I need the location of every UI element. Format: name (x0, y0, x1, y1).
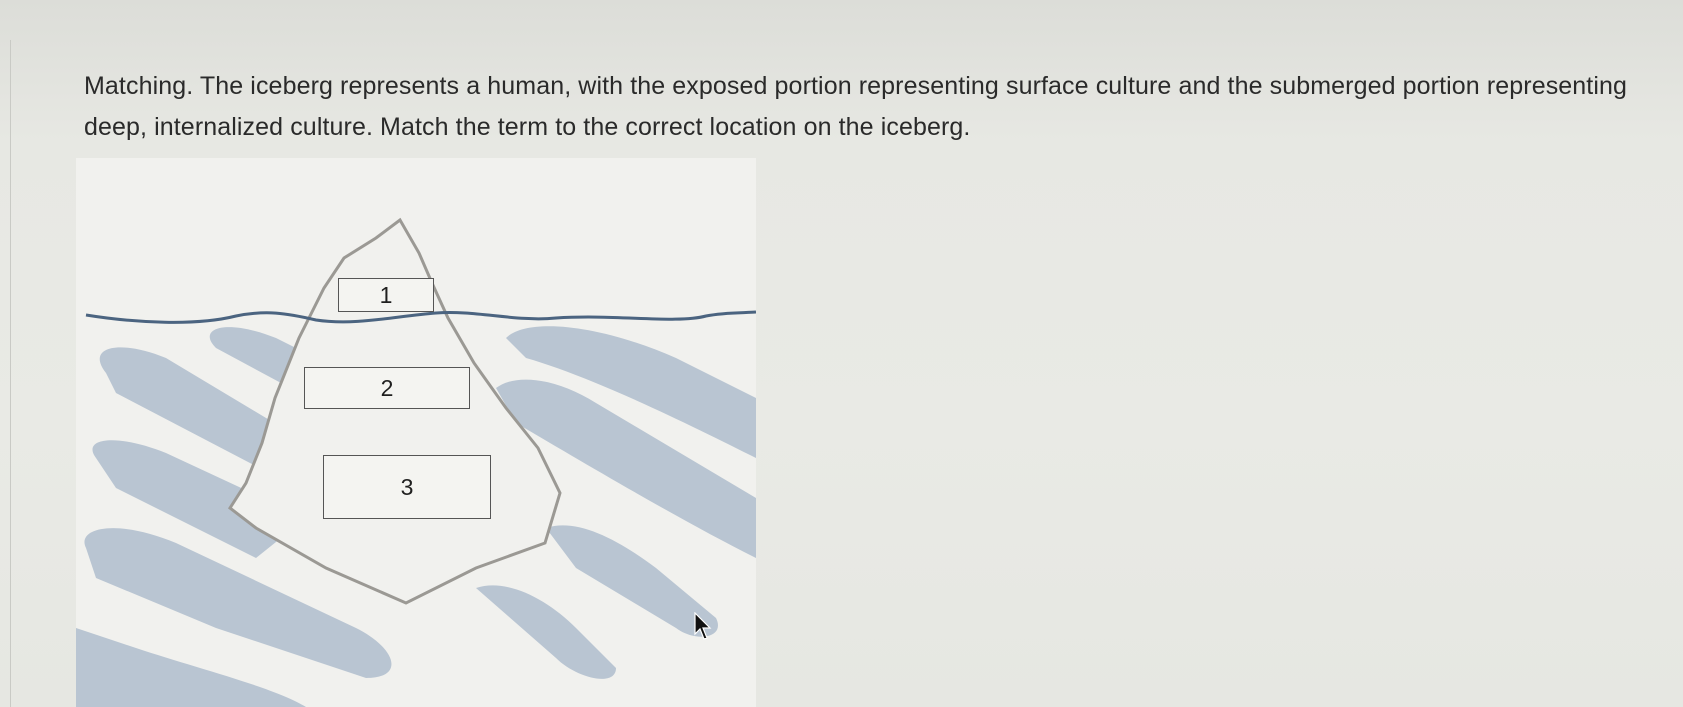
question-text: Matching. The iceberg represents a human… (84, 72, 1628, 141)
drop-zone-2-label: 2 (380, 374, 394, 401)
iceberg-illustration (76, 217, 756, 707)
drop-zone-2[interactable]: 2 (304, 367, 470, 409)
drop-zone-1-label: 1 (379, 281, 393, 308)
panel-edge (0, 40, 11, 707)
iceberg-figure: 1 2 3 (76, 158, 756, 707)
waterline (85, 310, 756, 324)
drop-zone-3[interactable]: 3 (323, 455, 491, 519)
mouse-pointer-icon (694, 611, 714, 647)
question-prompt: Matching. The iceberg represents a human… (84, 66, 1644, 148)
drop-zone-3-label: 3 (400, 473, 414, 500)
drop-zone-1[interactable]: 1 (338, 278, 434, 312)
